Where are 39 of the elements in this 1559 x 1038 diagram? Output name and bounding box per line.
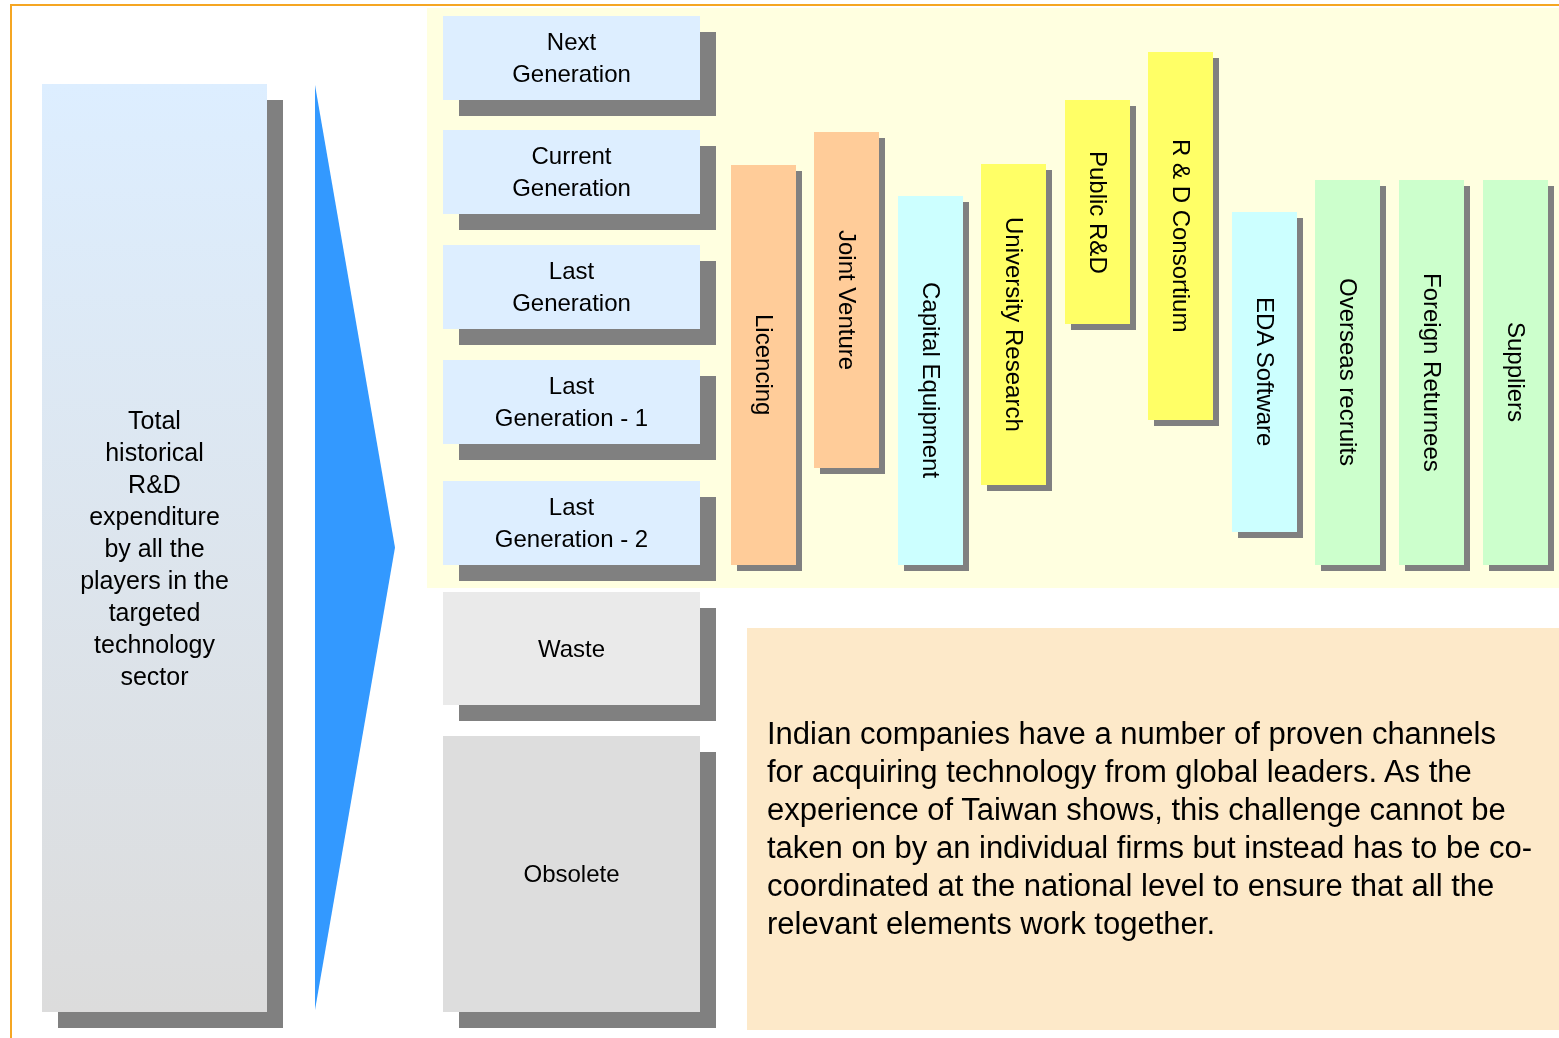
generation-box bbox=[443, 360, 700, 444]
box-label: Total historical R&D expenditure by all the players in the targeted technology sector bbox=[80, 405, 229, 692]
box-label: Current Generation bbox=[511, 141, 632, 203]
channel-bar bbox=[981, 164, 1046, 485]
channel-bar bbox=[1483, 180, 1548, 565]
channel-label: Capital Equipment bbox=[916, 282, 946, 479]
channel-label: University Research bbox=[999, 217, 1029, 432]
box-label: Last Generation bbox=[511, 256, 632, 318]
box-label: Next Generation bbox=[511, 27, 632, 89]
channel-label: Licencing bbox=[749, 314, 779, 416]
generation-box bbox=[443, 736, 700, 1012]
generation-box bbox=[443, 592, 700, 705]
channel-label: Joint Venture bbox=[832, 229, 862, 371]
note-text: Indian companies have a number of proven channels for acquiring technology from global leaders. As the experience of Taiwan shows, this challenge cannot be taken on by an individual firms but instead has to be co-coordinated at the national level to ensure that all the relevant elements work together. bbox=[767, 715, 1534, 943]
channel-label: Public R&D bbox=[1083, 150, 1113, 274]
channel-label: EDA Software bbox=[1250, 297, 1280, 447]
box-label: Last Generation - 1 bbox=[493, 371, 650, 433]
box-label: Last Generation - 2 bbox=[493, 492, 650, 554]
channel-bar bbox=[1232, 212, 1297, 532]
channel-label: Suppliers bbox=[1501, 322, 1531, 423]
channel-label: R & D Consortium bbox=[1166, 139, 1196, 333]
channel-bar bbox=[814, 132, 879, 468]
channel-bar bbox=[1315, 180, 1380, 565]
channel-bar bbox=[1065, 100, 1130, 324]
generation-box bbox=[443, 16, 700, 100]
generation-box bbox=[443, 481, 700, 565]
box-label: Obsolete bbox=[523, 859, 620, 889]
channel-bar bbox=[1399, 180, 1464, 565]
box-label: Waste bbox=[537, 633, 606, 664]
channel-label: Foreign Returnees bbox=[1417, 273, 1447, 472]
channel-bar bbox=[898, 196, 963, 565]
channel-label: Overseas recruits bbox=[1333, 278, 1363, 467]
triangle-arrow-shape bbox=[315, 85, 395, 1010]
expenditure-box bbox=[42, 84, 267, 1012]
note-box bbox=[747, 628, 1559, 1030]
generation-box bbox=[443, 130, 700, 214]
channel-bar bbox=[731, 165, 796, 565]
channel-bar bbox=[1148, 52, 1213, 420]
generation-box bbox=[443, 245, 700, 329]
